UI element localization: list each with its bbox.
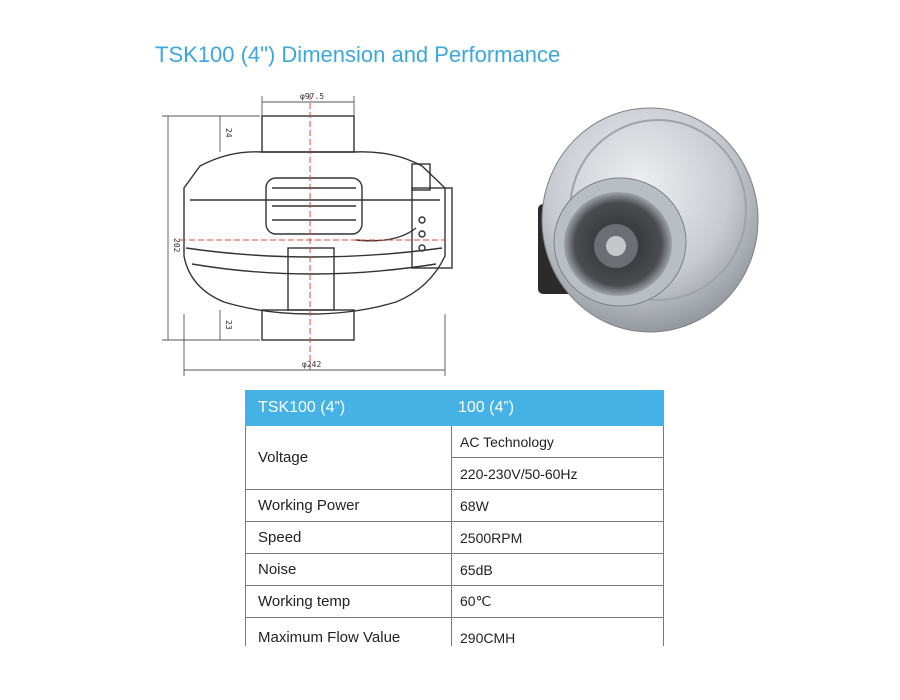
- table-row: Working temp 60℃: [245, 585, 664, 618]
- row-label-voltage: Voltage: [245, 425, 452, 490]
- table-row: Working Power 68W: [245, 489, 664, 522]
- dim-top-collar: 24: [224, 128, 233, 138]
- row-label: Working Power: [245, 489, 452, 522]
- row-label: Noise: [245, 553, 452, 586]
- dim-height: 202: [172, 238, 181, 253]
- header-model: TSK100 (4”): [245, 390, 452, 426]
- header-size: 100 (4”): [451, 390, 664, 426]
- row-value: 290CMH: [451, 617, 664, 646]
- table-row: Noise 65dB: [245, 553, 664, 586]
- dim-bottom-diameter: φ242: [302, 360, 321, 369]
- fan-body: [183, 151, 446, 315]
- document-title: TSK100 (4") Dimension and Performance: [155, 42, 561, 67]
- spec-table: TSK100 (4”) 100 (4”) Voltage AC Technolo…: [245, 390, 664, 646]
- table-row: Voltage AC Technology: [245, 425, 664, 490]
- dim-bottom-collar: 23: [224, 320, 233, 330]
- table-header-row: TSK100 (4”) 100 (4”): [245, 390, 664, 426]
- top-collar: [261, 115, 355, 153]
- row-label: Maximum Flow Value: [245, 617, 452, 646]
- motor-housing: [265, 177, 363, 235]
- row-value: 65dB: [451, 553, 664, 586]
- row-label: Working temp: [245, 585, 452, 618]
- row-value-voltage-range: 220-230V/50-60Hz: [451, 457, 664, 490]
- dimension-drawing: φ97.5 φ242 202 24 23: [160, 88, 460, 380]
- row-label: Speed: [245, 521, 452, 554]
- row-value-voltage-tech: AC Technology: [451, 425, 664, 458]
- dim-top-diameter: φ97.5: [300, 92, 324, 101]
- row-value: 60℃: [451, 585, 664, 618]
- product-photo: [500, 80, 782, 378]
- row-value: 68W: [451, 489, 664, 522]
- table-row: Speed 2500RPM: [245, 521, 664, 554]
- row-value: 2500RPM: [451, 521, 664, 554]
- table-row: Maximum Flow Value 290CMH: [245, 617, 664, 646]
- table-row: 220-230V/50-60Hz: [246, 457, 664, 490]
